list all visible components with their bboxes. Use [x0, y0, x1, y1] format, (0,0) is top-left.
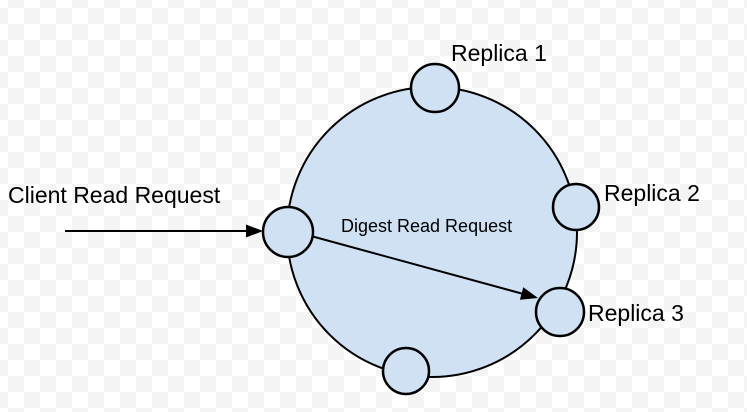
label-replica-2: Replica 2: [604, 180, 700, 206]
node-replica-2: [551, 182, 601, 232]
label-replica-1: Replica 1: [451, 40, 547, 66]
node-coordinator: [261, 205, 315, 259]
node-bottom: [381, 346, 431, 396]
label-client-read-request: Client Read Request: [8, 182, 221, 208]
label-digest-read-request: Digest Read Request: [341, 216, 513, 236]
digest-read-arrow-head: [519, 287, 538, 300]
digest-read-arrow: [310, 235, 522, 295]
node-replica-1: [409, 62, 461, 114]
label-replica-3: Replica 3: [588, 300, 684, 326]
node-replica-3: [534, 286, 586, 338]
client-read-arrow-head: [246, 224, 263, 238]
